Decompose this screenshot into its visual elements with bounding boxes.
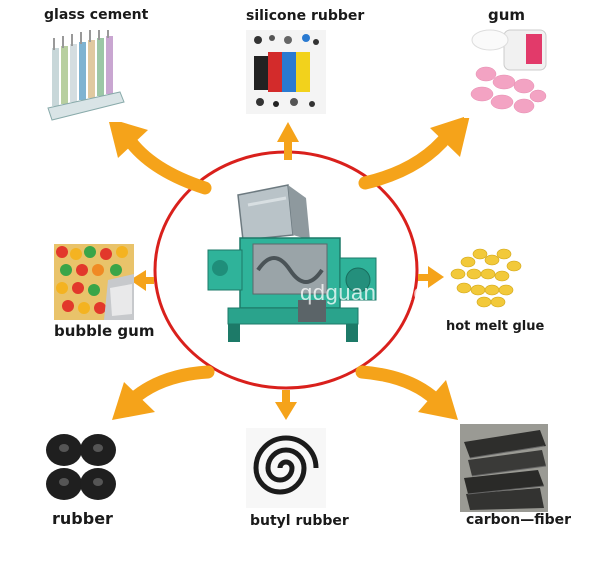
arrow-to-carbon-fiber <box>355 365 458 420</box>
gum-image <box>464 26 548 118</box>
label-silicone-rubber: silicone rubber <box>246 8 365 24</box>
arrow-to-butyl-rubber <box>275 390 297 420</box>
rubber-image <box>40 426 124 508</box>
arrow-to-glass-cement <box>108 118 212 195</box>
kneader-machine-image <box>198 180 383 350</box>
butyl-rubber-image <box>246 428 326 508</box>
label-hot-melt-glue: hot melt glue <box>446 319 545 334</box>
arrow-to-rubber <box>112 365 215 420</box>
bubble-gum-image <box>54 244 134 320</box>
hot-melt-glue-image <box>446 240 526 316</box>
label-glass-cement: glass cement <box>44 7 149 23</box>
glass-cement-image <box>40 30 128 122</box>
arrow-to-silicone-rubber <box>277 122 299 160</box>
label-gum: gum <box>488 6 526 24</box>
label-bubble-gum: bubble gum <box>54 322 155 340</box>
label-butyl-rubber: butyl rubber <box>250 513 349 529</box>
arrow-to-bubble-gum <box>130 270 154 291</box>
label-rubber: rubber <box>52 509 113 528</box>
label-carbon-fiber: carbon—fiber <box>466 512 572 528</box>
silicone-rubber-image <box>246 30 326 114</box>
arrow-to-gum <box>358 115 470 190</box>
arrow-to-hot-melt-glue <box>418 266 444 288</box>
carbon-fiber-image <box>460 424 548 512</box>
watermark-text: qdguangyue.en.alibaba.com <box>300 280 589 305</box>
